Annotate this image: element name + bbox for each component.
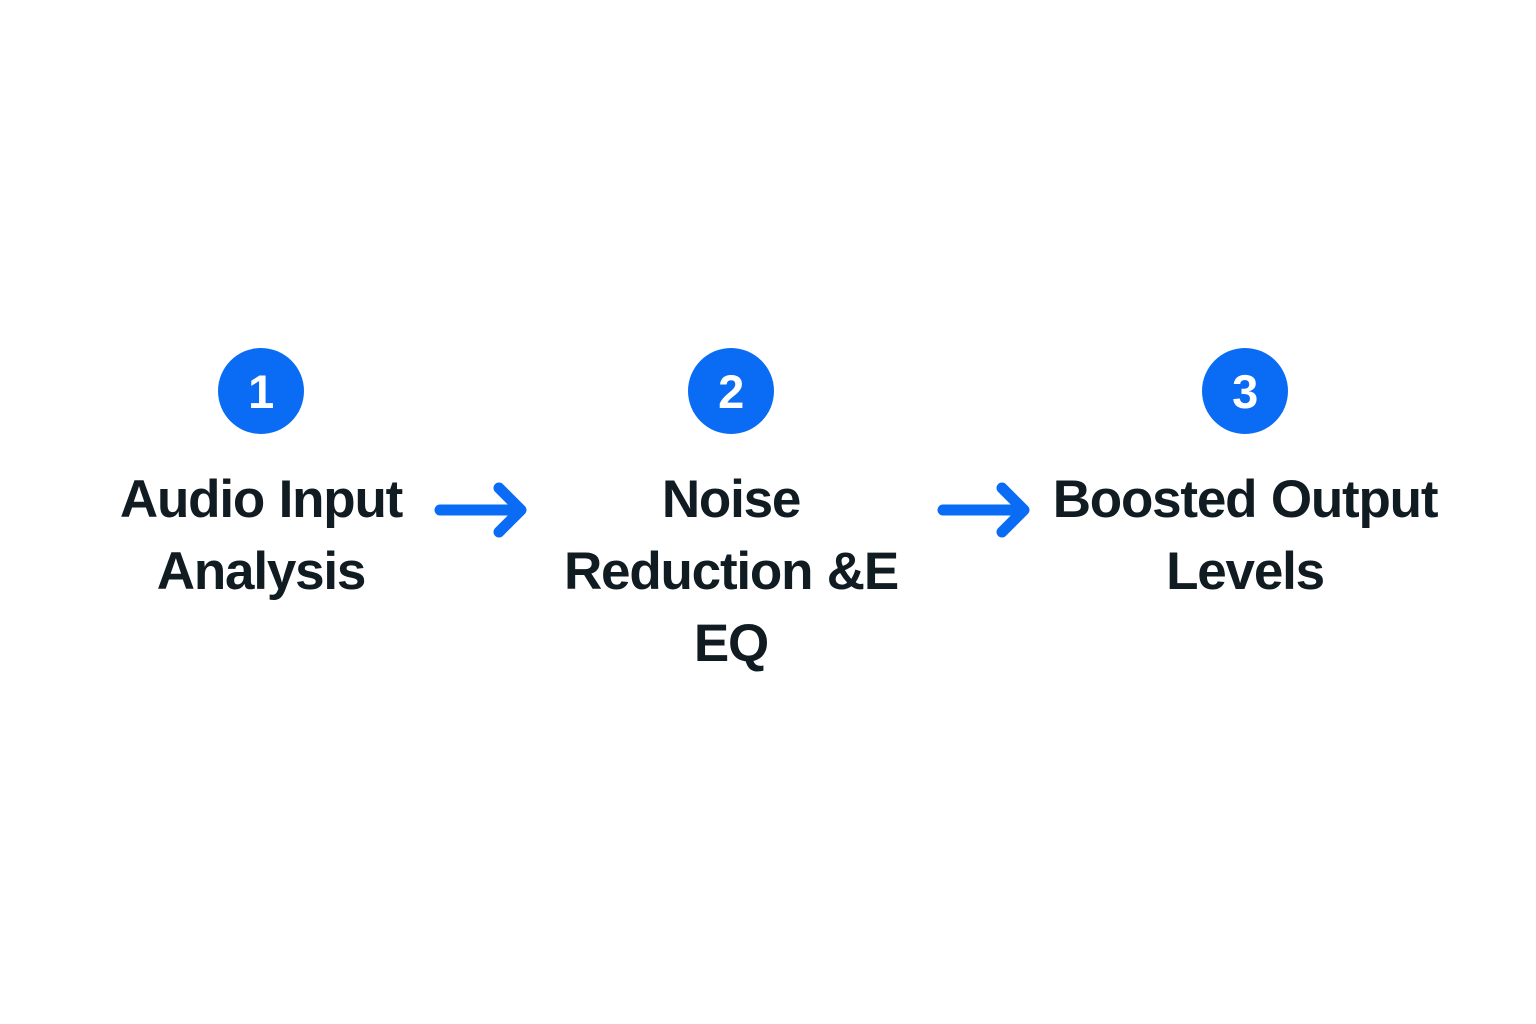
step-2-label: Noise Reduction &E EQ: [563, 470, 899, 673]
step-3-label: Boosted Output Levels: [1052, 470, 1439, 601]
step-2-number: 2: [718, 364, 744, 418]
step-1-badge: 1: [218, 348, 304, 434]
connector-2: [922, 482, 1050, 538]
connector-1: [426, 482, 540, 538]
process-step-row: 1 Audio Input Analysis 2 Noise Reduction…: [0, 348, 1536, 680]
process-step-1[interactable]: 1 Audio Input Analysis: [96, 348, 426, 608]
step-3-badge: 3: [1202, 348, 1288, 434]
arrow-right-icon: [937, 482, 1030, 538]
process-step-2[interactable]: 2 Noise Reduction &E EQ: [540, 348, 922, 680]
arrow-right-icon: [434, 482, 527, 538]
step-3-number: 3: [1232, 364, 1258, 418]
step-2-badge: 2: [688, 348, 774, 434]
step-1-label: Audio Input Analysis: [119, 470, 403, 601]
step-1-number: 1: [248, 364, 274, 418]
process-step-3[interactable]: 3 Boosted Output Levels: [1050, 348, 1440, 608]
